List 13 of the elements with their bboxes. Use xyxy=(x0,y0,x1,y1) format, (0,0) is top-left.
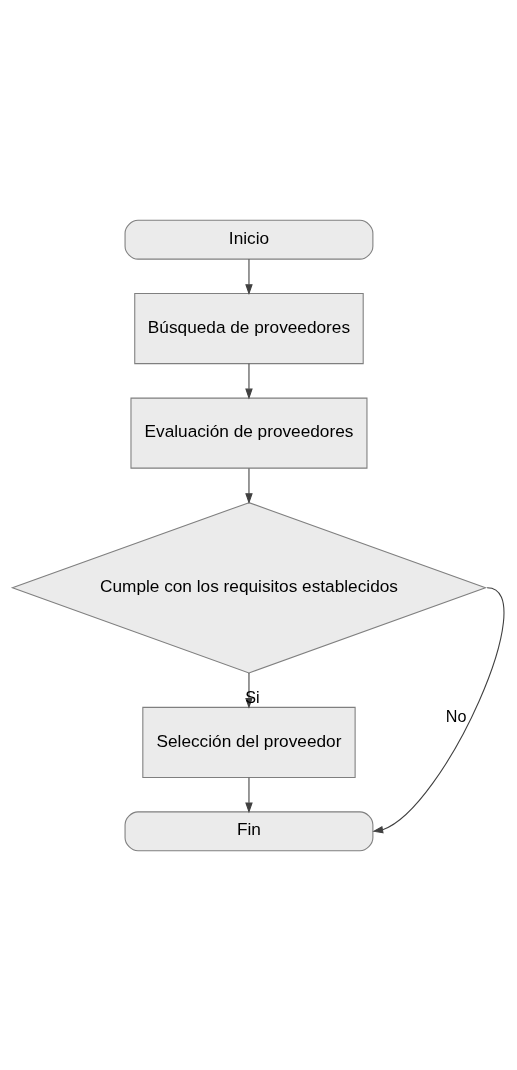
node-box: Búsqueda de proveedores xyxy=(134,292,364,364)
edge-label: Si xyxy=(245,687,260,706)
node-box: Evaluación de proveedores xyxy=(130,397,368,469)
arrow xyxy=(245,258,253,295)
arrow xyxy=(245,776,253,813)
arrow xyxy=(372,586,504,833)
arrow xyxy=(245,467,253,504)
edge-label: No xyxy=(445,706,467,725)
node-diamond: Cumple con los requisitos establecidos xyxy=(10,501,488,673)
node-box: Fin xyxy=(124,810,374,851)
arrow xyxy=(245,362,253,399)
node-box: Selección del proveedor xyxy=(142,706,356,778)
node-box: Inicio xyxy=(124,219,374,260)
